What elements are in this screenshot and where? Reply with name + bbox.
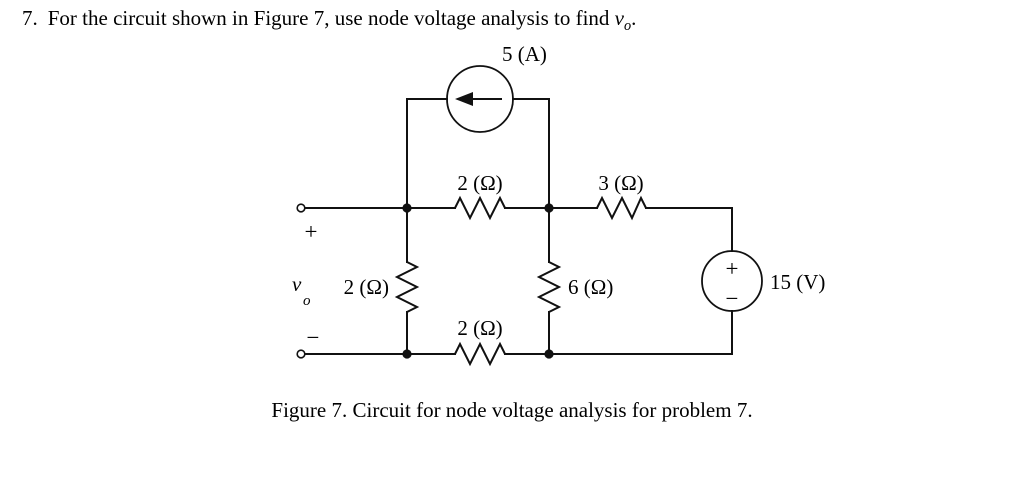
output-terminal-bottom xyxy=(296,349,306,359)
resistor-bottom-2ohm-label: 2 (Ω) xyxy=(457,316,502,340)
voltage-source-plus-sign: + xyxy=(726,256,739,281)
node-dot-top-left xyxy=(402,203,412,213)
current-source-circle xyxy=(446,65,514,133)
problem-number: 7. xyxy=(22,6,38,30)
problem-variable-base: v xyxy=(614,6,624,30)
resistor-middle-6ohm-symbol xyxy=(536,261,562,313)
output-minus-sign: − xyxy=(307,325,320,350)
output-voltage-base: v xyxy=(292,272,302,296)
voltage-source-label: 15 (V) xyxy=(770,270,825,294)
current-source-label: 5 (A) xyxy=(502,42,547,66)
problem-statement: 7. For the circuit shown in Figure 7, use… xyxy=(22,6,636,35)
problem-text-after: . xyxy=(631,6,637,30)
node-dot-bottom-left xyxy=(402,349,412,359)
output-voltage-label: v xyxy=(292,272,302,296)
problem-text-before: For the circuit shown in Figure 7, use n… xyxy=(47,6,615,30)
resistor-left-2ohm-symbol xyxy=(394,261,420,313)
output-voltage-subscript: o xyxy=(303,293,311,309)
figure-caption: Figure 7. Circuit for node voltage analy… xyxy=(271,398,753,422)
resistor-bottom-2ohm-symbol xyxy=(454,341,506,367)
voltage-source-minus-sign: − xyxy=(726,286,739,311)
resistor-middle-6ohm-label: 6 (Ω) xyxy=(568,275,613,299)
node-dot-top-middle xyxy=(544,203,554,213)
current-source-arrow-head xyxy=(455,92,473,106)
resistor-left-2ohm-label: 2 (Ω) xyxy=(344,275,389,299)
problem-variable: vo xyxy=(614,6,631,34)
resistor-top-3ohm-symbol xyxy=(596,195,647,221)
resistor-top-2ohm-symbol xyxy=(454,195,506,221)
output-plus-sign: + xyxy=(305,219,318,244)
problem-variable-subscript: o xyxy=(624,18,632,35)
resistor-top-2ohm-label: 2 (Ω) xyxy=(457,171,502,195)
output-terminal-top xyxy=(296,203,306,213)
circuit-diagram: 5 (A) 2 (Ω) 3 (Ω) + − 15 (V) 2 (Ω) 6 (Ω)… xyxy=(0,28,1024,388)
node-dot-bottom-middle xyxy=(544,349,554,359)
resistor-top-3ohm-label: 3 (Ω) xyxy=(598,171,643,195)
